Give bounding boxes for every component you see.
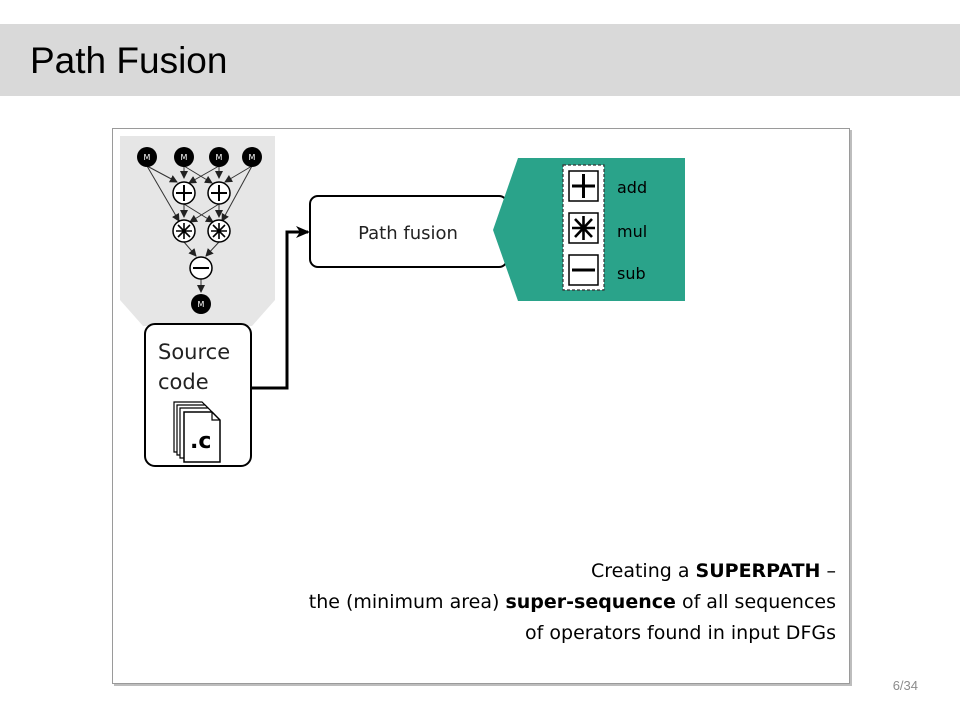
source-code-label-1: Source [158, 340, 230, 364]
dfg-mul-node-2 [207, 219, 231, 243]
svg-text:M: M [181, 153, 188, 162]
caption: Creating a SUPERPATH – the (minimum area… [309, 556, 836, 649]
title-bar [0, 24, 960, 96]
superpath-sub-label: sub [617, 264, 646, 283]
dfg-memory-node-4: M [242, 147, 262, 167]
dfg-add-node-1 [172, 181, 196, 205]
dfg-mul-node-1 [172, 219, 196, 243]
slide-title: Path Fusion [30, 40, 228, 81]
source-code-box [144, 323, 252, 467]
dfg-sub-node [189, 256, 213, 280]
svg-text:M: M [216, 153, 223, 162]
caption-line-2: the (minimum area) super-sequence of all… [308, 591, 836, 613]
caption-line-1: Creating a SUPERPATH – [590, 560, 836, 582]
page-number: 6/34 [892, 678, 918, 693]
dfg-memory-node-3: M [209, 147, 229, 167]
dfg-panel [120, 136, 275, 326]
caption-line-3: of operators found in input DFGs [525, 622, 836, 644]
superpath-add-icon [568, 170, 599, 202]
superpath-mul-icon [568, 212, 599, 244]
svg-text:M: M [198, 300, 205, 309]
svg-text:.c: .c [190, 429, 211, 454]
superpath-mul-label: mul [617, 222, 647, 241]
source-code-label-2: code [158, 370, 209, 394]
superpath-sub-icon [568, 254, 599, 286]
flow-arrow [251, 226, 310, 390]
dfg-memory-node-out: M [191, 294, 211, 314]
dfg-edges [146, 165, 253, 293]
dfg-add-node-2 [207, 181, 231, 205]
dfg-memory-node-2: M [174, 147, 194, 167]
svg-text:M: M [144, 153, 151, 162]
superpath-add-label: add [617, 178, 647, 197]
path-fusion-label: Path fusion [358, 223, 458, 244]
file-stack-icon: .c [173, 401, 221, 463]
dfg-memory-node-1: M [137, 147, 157, 167]
svg-text:M: M [249, 153, 256, 162]
